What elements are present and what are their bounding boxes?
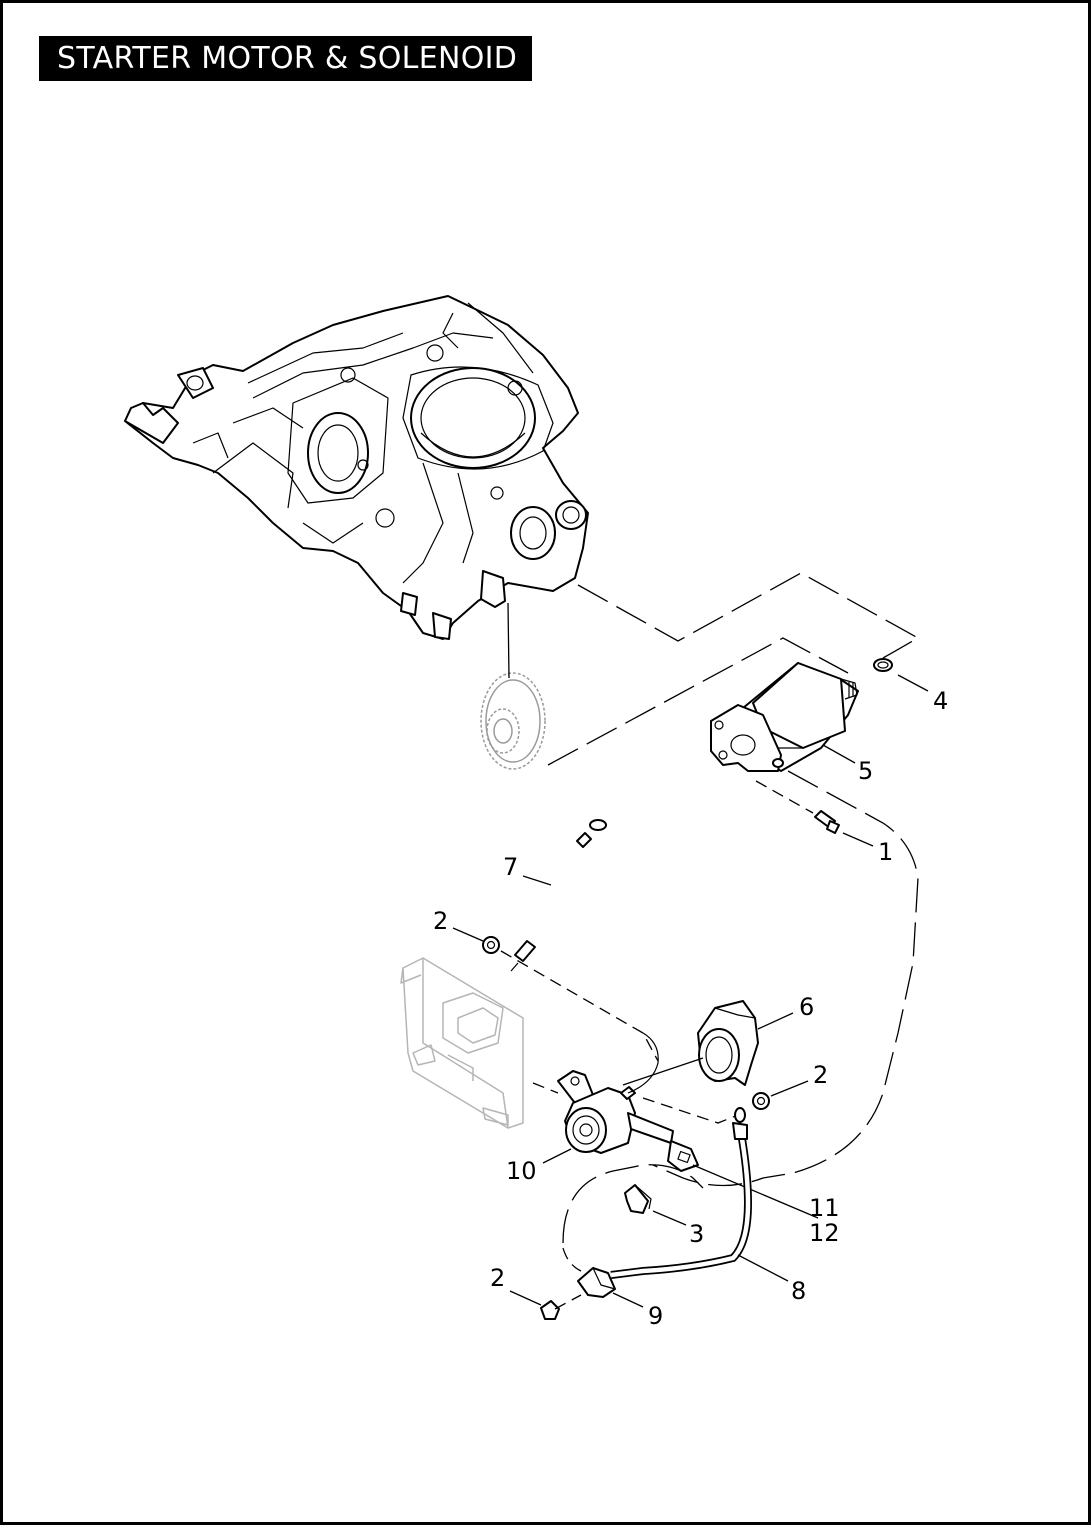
callout-leader-7 — [522, 875, 552, 886]
callout-number-2-lower: 2 — [490, 1264, 505, 1292]
terminal-boot-part — [577, 1267, 616, 1298]
callout-number-2-middle: 2 — [813, 1061, 828, 1089]
exploded-parts-diagram: 1 2 2 2 3 4 5 6 7 8 9 10 11 12 — [124, 295, 948, 1330]
nut-part-lower — [540, 1300, 560, 1320]
callout-number-5: 5 — [858, 757, 873, 785]
nut-lower-assembly-line — [554, 1294, 582, 1310]
ring-gear-illustration — [480, 672, 546, 770]
cable-route-loop-end — [562, 1247, 582, 1272]
callout-number-4: 4 — [933, 687, 948, 715]
assembly-line-lower — [547, 637, 849, 766]
bolt-part — [814, 810, 840, 834]
cover-leader — [622, 1057, 704, 1086]
callout-number-1: 1 — [878, 838, 893, 866]
nut-part-middle — [752, 1092, 770, 1110]
callout-number-3: 3 — [689, 1220, 704, 1248]
callout-leader-10 — [542, 1148, 572, 1164]
callout-leader-4 — [897, 674, 929, 692]
long-cable-part — [610, 1107, 753, 1279]
callout-leader-5 — [822, 744, 856, 764]
callout-number-9: 9 — [648, 1302, 663, 1330]
cable-route-loop — [562, 1164, 704, 1244]
bolt-assembly-line — [755, 780, 814, 814]
nut-upper-assembly-line — [500, 950, 659, 1062]
crankcase-illustration — [124, 295, 589, 640]
callout-leader-6 — [757, 1012, 794, 1030]
callout-leader-2-lower — [509, 1290, 542, 1306]
assembly-line-upper — [577, 572, 920, 659]
callout-leader-1 — [842, 832, 874, 847]
solenoid-mount-line — [532, 1082, 559, 1094]
mount-bracket-illustration — [400, 957, 524, 1129]
callout-number-6: 6 — [799, 993, 814, 1021]
cable-route-starter — [652, 770, 919, 1187]
solenoid-cover-part — [697, 1000, 759, 1086]
short-cable-part — [510, 819, 607, 972]
callout-number-12: 12 — [809, 1219, 840, 1247]
callout-leader-2-middle — [770, 1080, 809, 1097]
callout-number-11: 11 — [809, 1194, 840, 1222]
solenoid-part — [557, 1070, 699, 1172]
solenoid-terminal-line — [642, 1097, 744, 1124]
callout-leader-3 — [652, 1210, 687, 1226]
clip-part — [624, 1184, 652, 1214]
nut-part-upper — [482, 936, 500, 954]
callout-number-2-upper: 2 — [433, 907, 448, 935]
callout-leader-11-12 — [692, 1164, 819, 1219]
solenoid-wire — [627, 1032, 659, 1094]
callout-number-10: 10 — [506, 1157, 537, 1185]
callout-leader-8 — [737, 1254, 789, 1282]
starter-motor-part — [710, 662, 859, 772]
o-ring-part — [873, 658, 893, 672]
callout-number-8: 8 — [791, 1277, 806, 1305]
callout-leader-2-upper — [452, 927, 484, 942]
page-title: STARTER MOTOR & SOLENOID — [39, 36, 533, 81]
ring-gear-leader — [507, 602, 510, 679]
callout-leader-9 — [612, 1292, 644, 1308]
callout-number-7: 7 — [503, 853, 518, 881]
